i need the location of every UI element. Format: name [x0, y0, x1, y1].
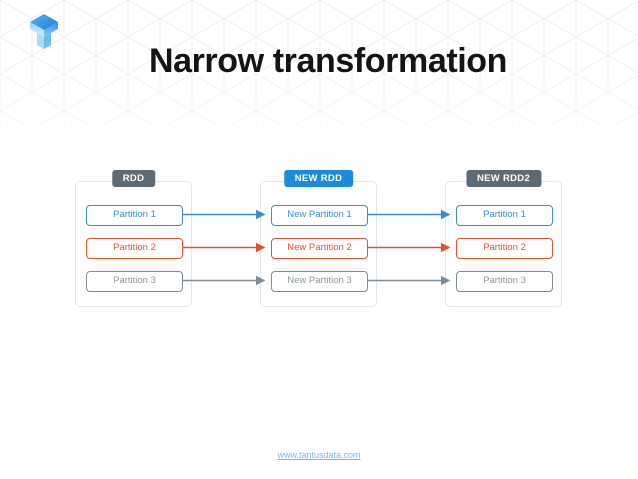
- partition-box-col2-row0[interactable]: Partition 1: [456, 205, 553, 226]
- partition-box-col1-row0[interactable]: New Partition 1: [271, 205, 368, 226]
- rdd-column-0: RDD Partition 1 Partition 2 Partition 3: [75, 170, 192, 307]
- partition-box-col0-row2[interactable]: Partition 3: [86, 271, 183, 292]
- footer-link-text: www.tantusdata.com: [277, 450, 361, 460]
- partition-box-col1-row2[interactable]: New Partition 3: [271, 271, 368, 292]
- column-label-new-rdd2: NEW RDD2: [465, 170, 542, 187]
- column-label-rdd: RDD: [111, 170, 156, 187]
- rdd-column-2: NEW RDD2 Partition 1 Partition 2 Partiti…: [445, 170, 562, 307]
- rdd-column-1: NEW RDD New Partition 1 New Partition 2 …: [260, 170, 377, 307]
- partition-box-col0-row1[interactable]: Partition 2: [86, 238, 183, 259]
- partition-box-col0-row0[interactable]: Partition 1: [86, 205, 183, 226]
- footer-website-link[interactable]: www.tantusdata.com: [0, 450, 638, 460]
- partition-box-col2-row2[interactable]: Partition 3: [456, 271, 553, 292]
- column-label-new-rdd: NEW RDD: [283, 170, 354, 187]
- partition-box-col1-row1[interactable]: New Partition 2: [271, 238, 368, 259]
- partition-box-col2-row1[interactable]: Partition 2: [456, 238, 553, 259]
